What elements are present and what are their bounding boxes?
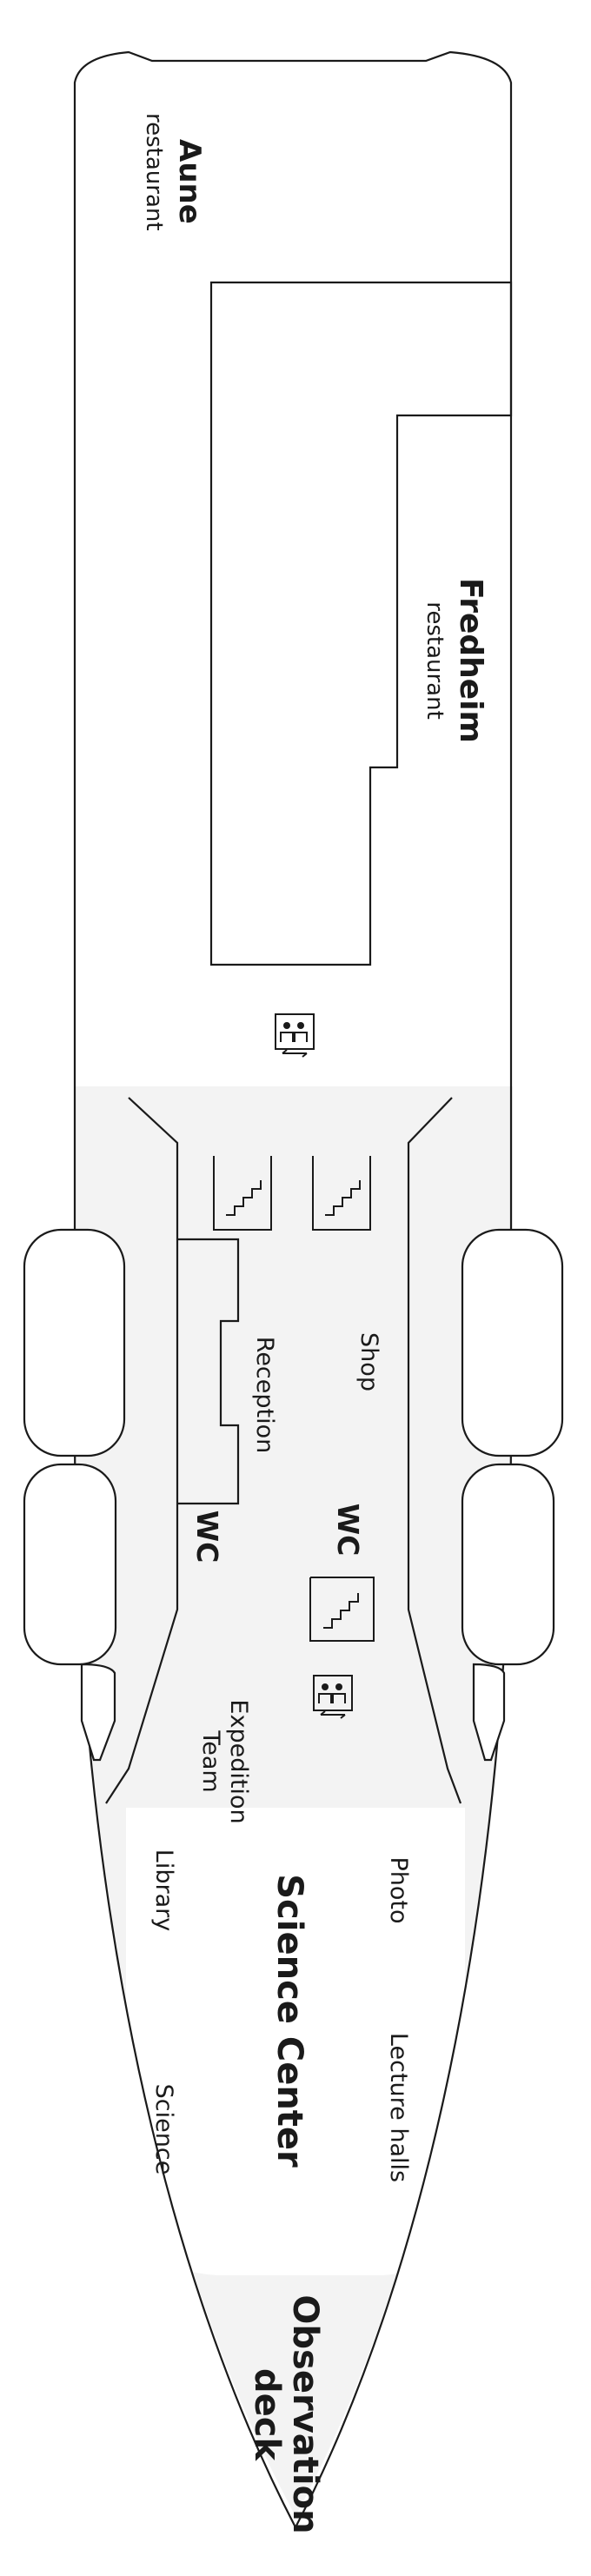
lifeboat-icon	[461, 1463, 555, 1666]
wc-label-center: WC	[331, 1504, 365, 1557]
wc-label-left: WC	[190, 1510, 224, 1564]
photo-label: Photo	[385, 1856, 412, 1923]
corridor-line-left	[105, 1097, 179, 1804]
science-center-area	[126, 1808, 465, 2275]
elevator-icon	[275, 1013, 315, 1058]
stairs-icon	[213, 1156, 272, 1231]
expedition-team-label-line2: Team	[197, 1730, 224, 1792]
science-label: Science	[150, 2084, 177, 2175]
fredheim-name-label: Fredheim	[453, 578, 488, 743]
elevator-icon	[313, 1675, 353, 1719]
stairs-icon	[309, 1577, 375, 1642]
reception-label: Reception	[251, 1337, 278, 1453]
observation-deck-label-line2: deck	[247, 2368, 287, 2461]
lifeboat-icon	[23, 1228, 126, 1457]
lifeboat-icon	[461, 1228, 564, 1457]
library-label: Library	[150, 1849, 177, 1931]
hull-outline	[73, 50, 513, 2530]
lifeboat-icon	[80, 1663, 116, 1762]
aune-name-label: Aune	[172, 139, 207, 224]
reception-counter	[177, 1238, 240, 1505]
fredheim-restaurant-outline	[209, 281, 513, 966]
lifeboat-icon	[23, 1463, 117, 1666]
aune-type-label: restaurant	[141, 113, 167, 231]
lifeboat-icon	[472, 1663, 506, 1762]
observation-deck-label-line1: Observation	[285, 2294, 325, 2533]
lecture-halls-label: Lecture halls	[385, 2033, 412, 2182]
fredheim-type-label: restaurant	[422, 601, 448, 720]
corridor-line-right	[407, 1097, 462, 1804]
expedition-team-label-line1: Expedition	[225, 1699, 252, 1823]
shop-label: Shop	[355, 1332, 382, 1391]
science-center-label: Science Center	[269, 1874, 309, 2168]
stairs-icon	[312, 1156, 371, 1231]
